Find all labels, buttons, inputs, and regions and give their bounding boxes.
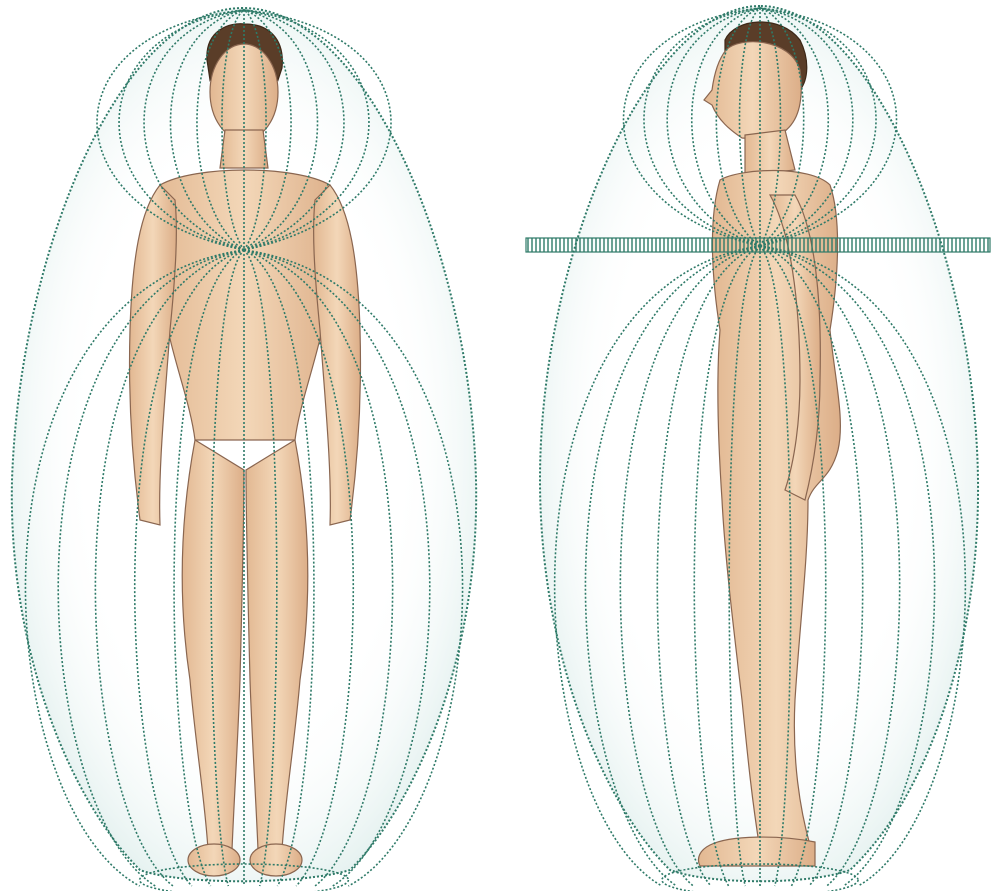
side-view: [526, 6, 990, 891]
front-view: [12, 8, 476, 891]
